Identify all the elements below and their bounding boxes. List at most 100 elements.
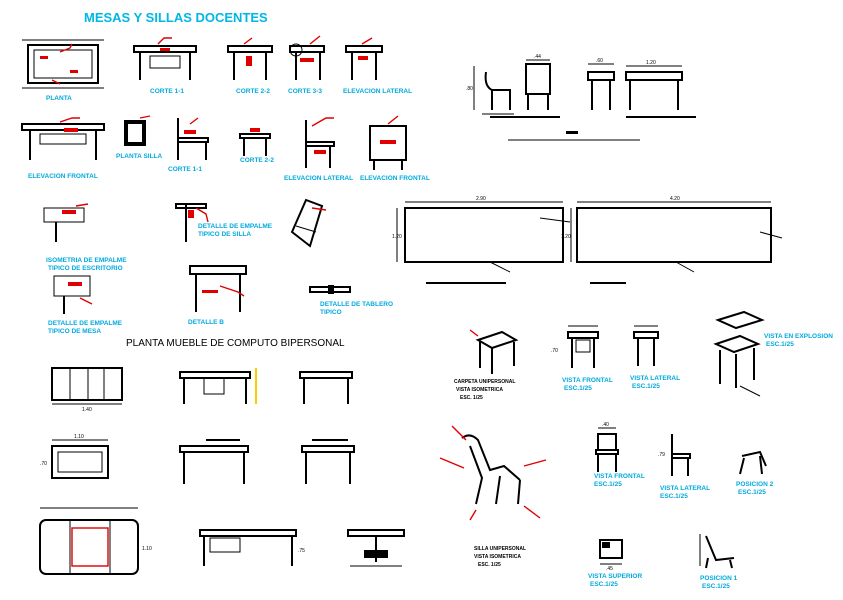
board-1-height: 1.20 [392, 234, 402, 240]
label-detalle-mesa-2: TIPICO DE MESA [48, 328, 101, 335]
label-detalle-b: DETALLE B [188, 319, 224, 326]
label-corte-1-1: CORTE 1-1 [150, 88, 184, 95]
label-corte-1-1b: CORTE 1-1 [168, 166, 202, 173]
dim-desk-70: .70 [40, 461, 47, 467]
student-desk-front [587, 63, 615, 110]
computer-desk-elevation-2 [301, 439, 355, 484]
label-silla-2: VISTA ISOMETRICA [474, 554, 521, 560]
student-desk-lateral-view [633, 325, 659, 366]
board-2-height: 1.20 [561, 234, 571, 240]
chair-joint-detail [175, 203, 209, 242]
label-vista-explosion: VISTA EN EXPLOSION [764, 333, 833, 340]
label-silla-1: SILLA UNIPERSONAL [474, 546, 526, 552]
label-tablero-2: TIPICO [320, 309, 342, 316]
label-vista-superior: VISTA SUPERIOR [588, 573, 642, 580]
computer-desk-plan [51, 439, 109, 479]
scale-mark [566, 131, 578, 134]
computer-desk-side-1 [179, 368, 257, 404]
label-elevacion-frontal-1: ELEVACION FRONTAL [28, 173, 98, 180]
isometric-joint-detail [43, 203, 89, 242]
chair-section-1-1 [177, 117, 209, 160]
student-chair-isometric [439, 425, 547, 521]
table-joint-detail [53, 275, 93, 314]
student-chair-lateral-view [671, 434, 691, 476]
dim-40: .40 [602, 422, 609, 428]
label-detalle-silla-2: TIPICO DE SILLA [198, 231, 251, 238]
label-vista-lateral-1: VISTA LATERAL [630, 375, 680, 382]
label-esc-2: ESC.1/25 [632, 383, 660, 390]
dim-79: .79 [658, 452, 665, 458]
label-esc-6: ESC.1/25 [738, 489, 766, 496]
label-carpeta-3: ESC. 1/25 [460, 395, 483, 401]
computer-desk-elevation-1 [179, 439, 249, 484]
label-isometria-2: TIPICO DE ESCRITORIO [48, 265, 123, 272]
label-vista-frontal-1: VISTA FRONTAL [562, 377, 613, 384]
student-desk-side [625, 65, 683, 110]
dim-desk-110: 1.10 [74, 434, 84, 440]
label-carpeta-2: VISTA ISOMETRICA [456, 387, 503, 393]
student-chair-front [525, 59, 551, 110]
desk-frontal-elevation [21, 117, 105, 160]
label-silla-3: ESC. 1/25 [478, 562, 501, 568]
dim-60: .60 [596, 58, 603, 64]
label-elevacion-frontal-2: ELEVACION FRONTAL [360, 175, 430, 182]
computer-desk-side-2 [299, 371, 353, 404]
student-desk-exploded-view [713, 310, 765, 397]
sheet-title: MESAS Y SILLAS DOCENTES [84, 10, 268, 25]
computer-desk-bottom-section [199, 529, 297, 566]
chair-plan-view [124, 115, 151, 146]
label-esc-8: ESC.1/25 [702, 583, 730, 590]
label-carpeta-1: CARPETA UNIPERSONAL [454, 379, 515, 385]
desk-section-2-2 [227, 37, 273, 80]
desk-lateral-elevation [345, 37, 383, 80]
label-detalle-silla-1: DETALLE DE EMPALME [198, 223, 273, 230]
dim-45: .45 [606, 566, 613, 572]
label-esc-1: ESC.1/25 [564, 385, 592, 392]
label-isometria-1: ISOMETRIA DE EMPALME [46, 257, 127, 264]
chair-position-1 [699, 534, 735, 569]
chair-position-2 [739, 450, 767, 475]
label-corte-3-3: CORTE 3-3 [288, 88, 322, 95]
label-detalle-mesa-1: DETALLE DE EMPALME [48, 320, 123, 327]
dim-120: 1.20 [646, 60, 656, 66]
label-elevacion-lateral-1: ELEVACION LATERAL [343, 88, 412, 95]
section-title: PLANTA MUEBLE DE COMPUTO BIPERSONAL [126, 338, 345, 349]
label-planta-silla: PLANTA SILLA [116, 153, 163, 160]
dim-44: .44 [534, 54, 541, 60]
chair-joint-isometric [290, 198, 327, 248]
label-vista-frontal-2: VISTA FRONTAL [594, 473, 645, 480]
student-desk-front-view [567, 325, 599, 368]
label-vista-lateral-2: VISTA LATERAL [660, 485, 710, 492]
board-1 [396, 201, 571, 284]
chair-section-2-2 [239, 128, 271, 156]
chair-lateral-elevation [305, 117, 335, 168]
label-esc-4: ESC.1/25 [594, 481, 622, 488]
computer-desk-bottom-section-2 [347, 529, 405, 567]
label-posicion-2: POSICION 2 [736, 481, 774, 488]
desk-section-1-1 [133, 37, 197, 80]
board-1-width: 2.90 [476, 196, 486, 202]
label-corte-2-2b: CORTE 2-2 [240, 157, 274, 164]
label-esc-7: ESC.1/25 [590, 581, 618, 588]
dim-80: .80 [466, 86, 473, 92]
detail-b-drawing [189, 265, 247, 312]
dim-desk-75: .75 [298, 548, 305, 554]
dim-desk-110b: 1.10 [142, 546, 152, 552]
dim-desk-70b: .70 [551, 348, 558, 354]
label-esc-5: ESC.1/25 [660, 493, 688, 500]
tabletop-detail [309, 285, 351, 294]
label-elevacion-lateral-2: ELEVACION LATERAL [284, 175, 353, 182]
label-corte-2-2: CORTE 2-2 [236, 88, 270, 95]
label-posicion-1: POSICION 1 [700, 575, 738, 582]
label-esc-3: ESC.1/25 [766, 341, 794, 348]
board-2 [570, 201, 783, 284]
computer-desk-front [51, 367, 123, 405]
dim-desk-140: 1.40 [82, 407, 92, 413]
student-chair-side [473, 66, 514, 115]
board-2-width: 4.20 [670, 196, 680, 202]
desk-plan-view [22, 39, 104, 89]
student-chair-top-view [599, 539, 623, 565]
chair-frontal-elevation [369, 115, 407, 170]
student-chair-front-view [595, 427, 619, 472]
